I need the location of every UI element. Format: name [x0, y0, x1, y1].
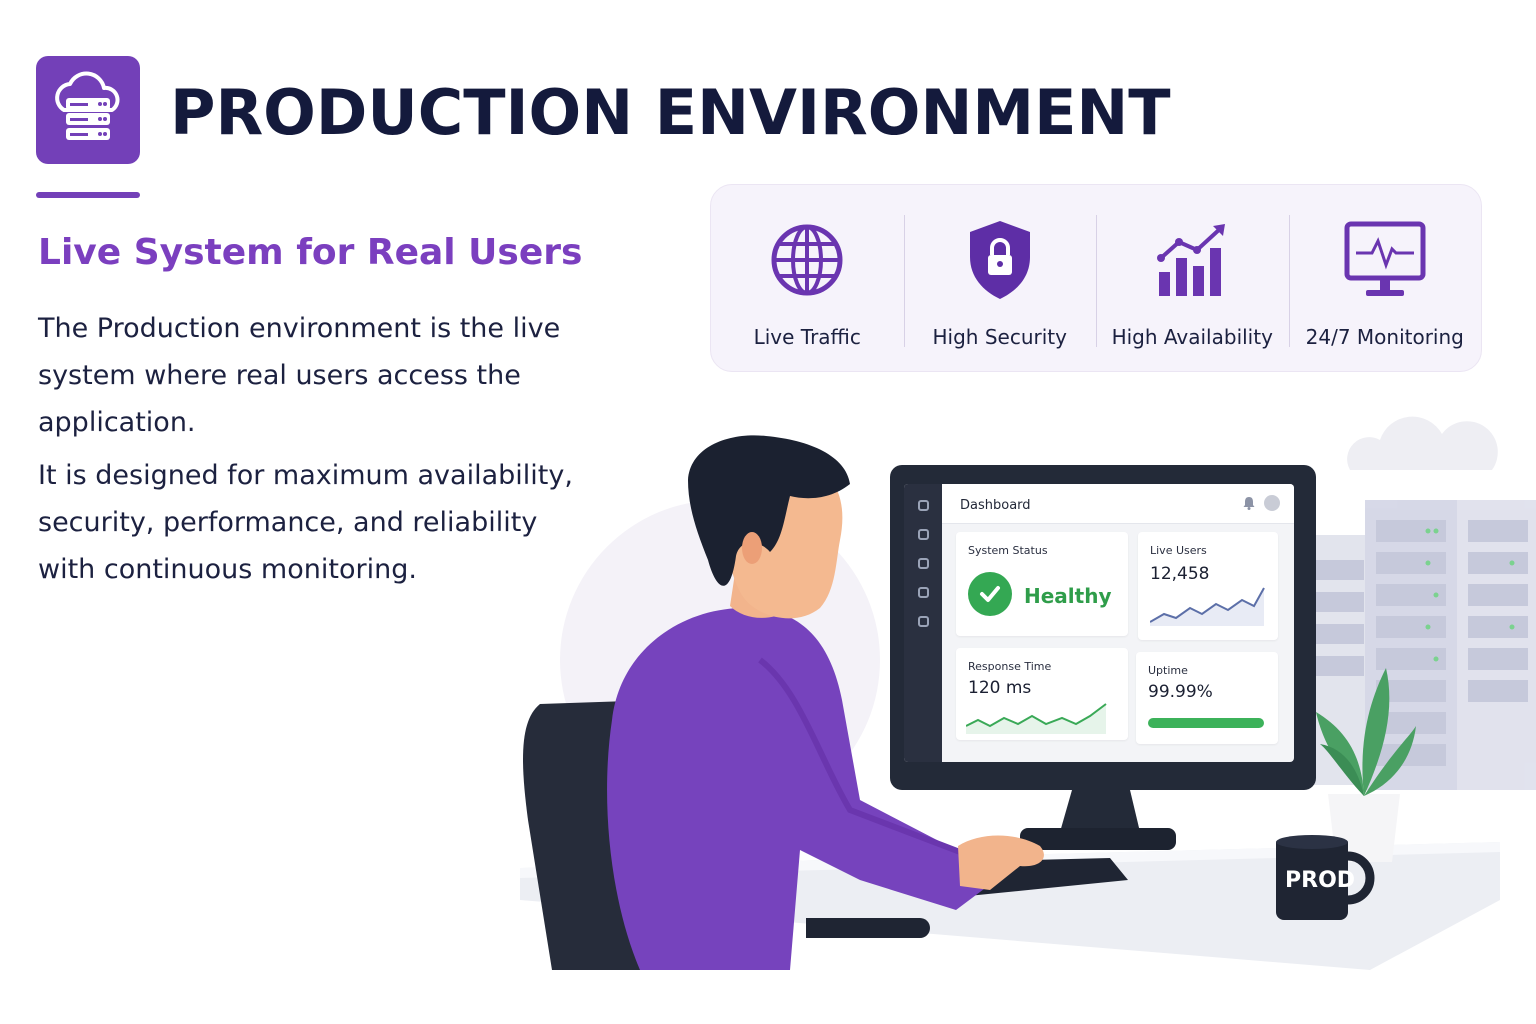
- nav-home-icon[interactable]: [917, 500, 929, 511]
- feature-label: Live Traffic: [753, 325, 861, 349]
- feature-label: High Security: [932, 325, 1067, 349]
- bar-chart-trend-icon: [1157, 224, 1226, 296]
- card-label: Uptime: [1148, 664, 1188, 677]
- uptime-value: 99.99%: [1148, 682, 1213, 702]
- response-time-card: Response Time 120 ms: [956, 648, 1128, 740]
- cloud-server-icon: [55, 71, 120, 140]
- mug-label: PROD: [1285, 868, 1356, 893]
- server-racks: [1310, 500, 1536, 790]
- keyboard: [950, 858, 1128, 896]
- page-title: PRODUCTION ENVIRONMENT: [170, 76, 1171, 149]
- nav-settings-icon[interactable]: [917, 616, 929, 627]
- globe-icon: [771, 224, 843, 296]
- nav-users-icon[interactable]: [917, 558, 929, 569]
- features-panel: Live Traffic High Security: [710, 184, 1482, 372]
- dashboard-sidebar: [904, 484, 942, 762]
- dashboard-title: Dashboard: [960, 498, 1031, 513]
- plant-leaves: [1316, 668, 1416, 796]
- title-underline: [36, 192, 140, 198]
- monitor-pulse-icon: [1344, 221, 1426, 296]
- office-chair: [523, 700, 720, 970]
- feature-live-traffic: Live Traffic: [711, 185, 904, 371]
- dashboard-screen: Dashboard System Status Healthy Live Use…: [904, 484, 1294, 762]
- live-users-value: 12,458: [1150, 564, 1210, 584]
- feature-label: 24/7 Monitoring: [1305, 325, 1464, 349]
- system-status-card: System Status Healthy: [956, 532, 1128, 636]
- nav-security-icon[interactable]: [917, 587, 929, 598]
- card-label: Live Users: [1150, 544, 1207, 557]
- feature-high-security: High Security: [903, 185, 1097, 371]
- nav-alerts-icon[interactable]: [917, 529, 929, 540]
- desk: [520, 842, 1500, 970]
- feature-label: High Availability: [1111, 325, 1273, 349]
- status-value: Healthy: [1024, 584, 1112, 608]
- shield-lock-icon: [969, 221, 1030, 299]
- dashboard-topbar: Dashboard: [942, 484, 1294, 524]
- card-label: Response Time: [968, 660, 1052, 673]
- avatar[interactable]: [1264, 495, 1280, 511]
- bell-icon[interactable]: [1242, 496, 1256, 510]
- check-icon: [968, 572, 1012, 616]
- cloud-shape: [1347, 416, 1498, 470]
- intro-paragraph-2: It is designed for maximum availability,…: [38, 460, 573, 585]
- subtitle: Live System for Real Users: [38, 232, 583, 273]
- uptime-progress-bar: [1148, 718, 1264, 728]
- sparkline-response: [966, 703, 1107, 734]
- monitor-stand: [1060, 790, 1140, 832]
- background-circle: [560, 500, 880, 820]
- uptime-card: Uptime 99.99%: [1136, 652, 1278, 744]
- plant-pot: [1328, 794, 1400, 862]
- live-users-card: Live Users 12,458: [1138, 532, 1278, 640]
- logo-tile: [36, 56, 140, 164]
- intro-paragraph-1: The Production environment is the live s…: [38, 313, 561, 438]
- response-time-value: 120 ms: [968, 678, 1032, 698]
- feature-high-availability: High Availability: [1096, 185, 1289, 371]
- feature-monitoring: 24/7 Monitoring: [1288, 185, 1482, 371]
- sparkline-users: [1150, 587, 1265, 626]
- card-label: System Status: [968, 544, 1048, 557]
